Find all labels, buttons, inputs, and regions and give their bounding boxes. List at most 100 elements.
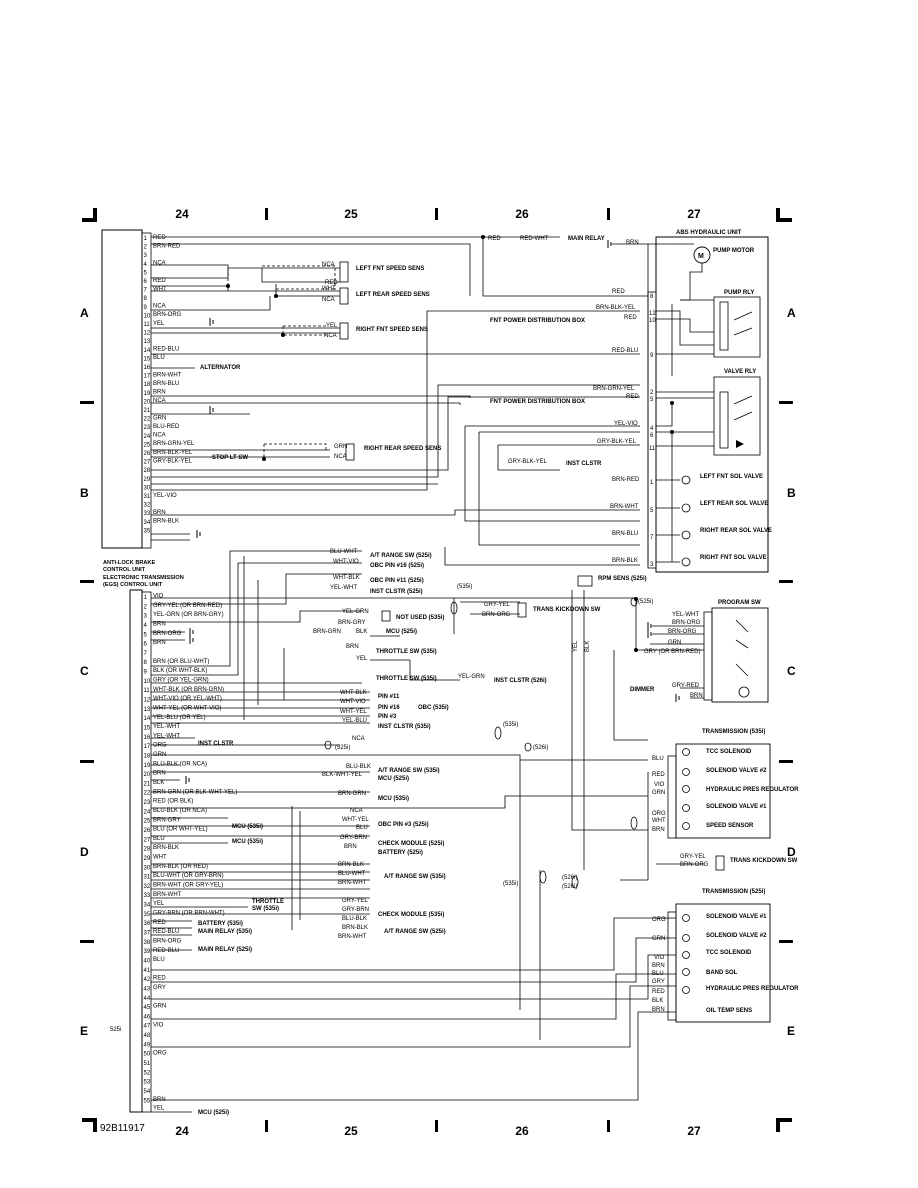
egs-wire-color: BRN-ORG: [153, 631, 182, 637]
svg-text:GRY-RED: GRY-RED: [672, 683, 700, 689]
egs-wire-color: BLK (OR WHT-BLK): [153, 668, 207, 674]
row-d-right: D: [787, 845, 796, 859]
egs-pin-22: 22: [144, 791, 151, 797]
svg-text:BRN-GRN-YEL: BRN-GRN-YEL: [593, 386, 635, 392]
svg-text:NCA: NCA: [322, 262, 335, 268]
abs-pin-18: 18: [144, 382, 151, 388]
svg-text:RED: RED: [624, 315, 637, 321]
svg-text:11: 11: [649, 446, 656, 452]
hyd-pres-label-2: HYDRAULIC PRES REGULATOR: [706, 986, 799, 992]
egs-pin-21: 21: [144, 781, 151, 787]
abs-unit-title: ANTI-LOCK BRAKE: [103, 560, 155, 566]
egs-wire-color: RED (OR BLK): [153, 799, 193, 805]
svg-text:BRN-BLK: BRN-BLK: [342, 925, 368, 931]
shield-lines: [227, 265, 336, 459]
egs-wire-color: BLU-WHT (OR GRY-BRN): [153, 873, 224, 879]
svg-text:INST CLSTR: INST CLSTR: [198, 741, 234, 747]
abs-pin-31: 31: [144, 494, 151, 500]
svg-text:MCU (535i): MCU (535i): [378, 796, 409, 802]
egs-pin-1: 1: [144, 595, 148, 601]
left-rear-sol-label: LEFT REAR SOL VALVE: [700, 501, 768, 507]
svg-text:BRN-ORG: BRN-ORG: [672, 620, 701, 626]
egs-wire-color: WHT-BLK (OR BRN-GRN): [153, 687, 224, 693]
egs-wire-color: RED-BLU: [153, 948, 179, 954]
egs-wire-color: YEL-WHT: [153, 733, 180, 739]
row-c-right: C: [787, 664, 796, 678]
egs-pin-25: 25: [144, 819, 151, 825]
abs-pin-29: 29: [144, 477, 151, 483]
egs-wire-color: BLU (OR WHT-YEL): [153, 827, 208, 833]
svg-text:GRY-YEL: GRY-YEL: [484, 602, 510, 608]
egs-pin-37: 37: [144, 931, 151, 937]
figure-id: 92B11917: [100, 1123, 145, 1134]
svg-text:BLK: BLK: [652, 998, 663, 1004]
svg-text:GRN: GRN: [652, 790, 665, 796]
svg-text:(535i): (535i): [503, 881, 518, 887]
solenoid-2-label-1: SOLENOID VALVE #2: [706, 768, 767, 774]
svg-text:(526i): (526i): [562, 884, 577, 890]
check-module-535-label: CHECK MODULE (535i): [378, 912, 444, 918]
abs-pin-7: 7: [144, 288, 148, 294]
egs-wire-color: BLK: [153, 780, 164, 786]
abs-wire-color: NCA: [153, 433, 166, 439]
svg-text:GRN: GRN: [668, 640, 681, 646]
svg-text:(526i): (526i): [562, 875, 577, 881]
egs-wire-color: YEL-BLU (OR YEL): [153, 715, 206, 721]
svg-text:NCA: NCA: [352, 736, 365, 742]
svg-text:(535i): (535i): [503, 722, 518, 728]
egs-pin-19: 19: [144, 763, 151, 769]
abs-pin-11: 11: [144, 322, 151, 328]
main-relay-535-label: MAIN RELAY (535i): [198, 929, 252, 935]
corner-marks: [82, 208, 792, 1132]
zone-25-bottom: 25: [344, 1124, 358, 1138]
svg-text:BLK-WHT-YEL: BLK-WHT-YEL: [322, 772, 363, 778]
row-e-left: E: [80, 1024, 88, 1038]
svg-text:RED: RED: [652, 772, 665, 778]
fnt-pdb-label-2: FNT POWER DISTRIBUTION BOX: [490, 399, 585, 405]
svg-text:YEL: YEL: [326, 323, 338, 329]
egs-pin-27: 27: [144, 837, 151, 843]
egs-labels: A/T RANGE SW (525i) OBC PIN #16 (525i) O…: [198, 549, 653, 1116]
egs-pin-7: 7: [144, 651, 148, 657]
svg-text:10: 10: [649, 318, 656, 324]
svg-text:BRN: BRN: [652, 827, 665, 833]
main-relay-label: MAIN RELAY: [568, 236, 605, 242]
svg-text:BRN-BLK: BRN-BLK: [612, 558, 638, 564]
egs-wire-color: RED-BLU: [153, 929, 179, 935]
abs-pin-1: 1: [144, 236, 148, 242]
svg-text:PIN #3: PIN #3: [378, 714, 397, 720]
transmission-525-label: TRANSMISSION (525i): [702, 889, 765, 895]
svg-text:BRN-BLK: BRN-BLK: [338, 862, 364, 868]
abs-pin-3: 3: [144, 253, 148, 259]
egs-wire-color: RED: [153, 976, 166, 982]
egs-pin-33: 33: [144, 893, 151, 899]
svg-text:BRN-ORG: BRN-ORG: [668, 629, 697, 635]
egs-pin-36: 36: [144, 921, 151, 927]
egs-pin-16: 16: [144, 735, 151, 741]
zone-27-bottom: 27: [687, 1124, 701, 1138]
egs-wire-color: YEL-WHT: [153, 724, 180, 730]
svg-text:YEL-BLU: YEL-BLU: [342, 718, 367, 724]
svg-text:5: 5: [650, 397, 654, 403]
egs-pin-14: 14: [144, 716, 151, 722]
abs-pin-27: 27: [144, 460, 151, 466]
egs-pin-54: 54: [144, 1089, 151, 1095]
throttle-sw-label-1: THROTTLE SW (535i): [376, 649, 437, 655]
trans-kickdown-sw: GRY-YEL BRN-ORG TRANS KICKDOWN SW: [680, 854, 798, 871]
row-b-right: B: [787, 486, 796, 500]
abs-pin-33: 33: [144, 511, 151, 517]
abs-wire-color: BRN-BLK: [153, 519, 179, 525]
svg-text:(535i): (535i): [457, 584, 472, 590]
abs-pin-14: 14: [144, 348, 151, 354]
egs-pin-28: 28: [144, 847, 151, 853]
at-range-525b-label: A/T RANGE SW (525i): [384, 929, 446, 935]
egs-pin-53: 53: [144, 1080, 151, 1086]
svg-text:MCU (535i): MCU (535i): [232, 824, 263, 830]
at-range-525-label: A/T RANGE SW (525i): [370, 553, 432, 559]
egs-wire-color: BRN-WHT: [153, 892, 182, 898]
svg-text:GRY-BRN: GRY-BRN: [340, 835, 367, 841]
egs-wire-color: BLU-BLK (OR NCA): [153, 808, 207, 814]
svg-text:BRN-WHT: BRN-WHT: [610, 504, 639, 510]
